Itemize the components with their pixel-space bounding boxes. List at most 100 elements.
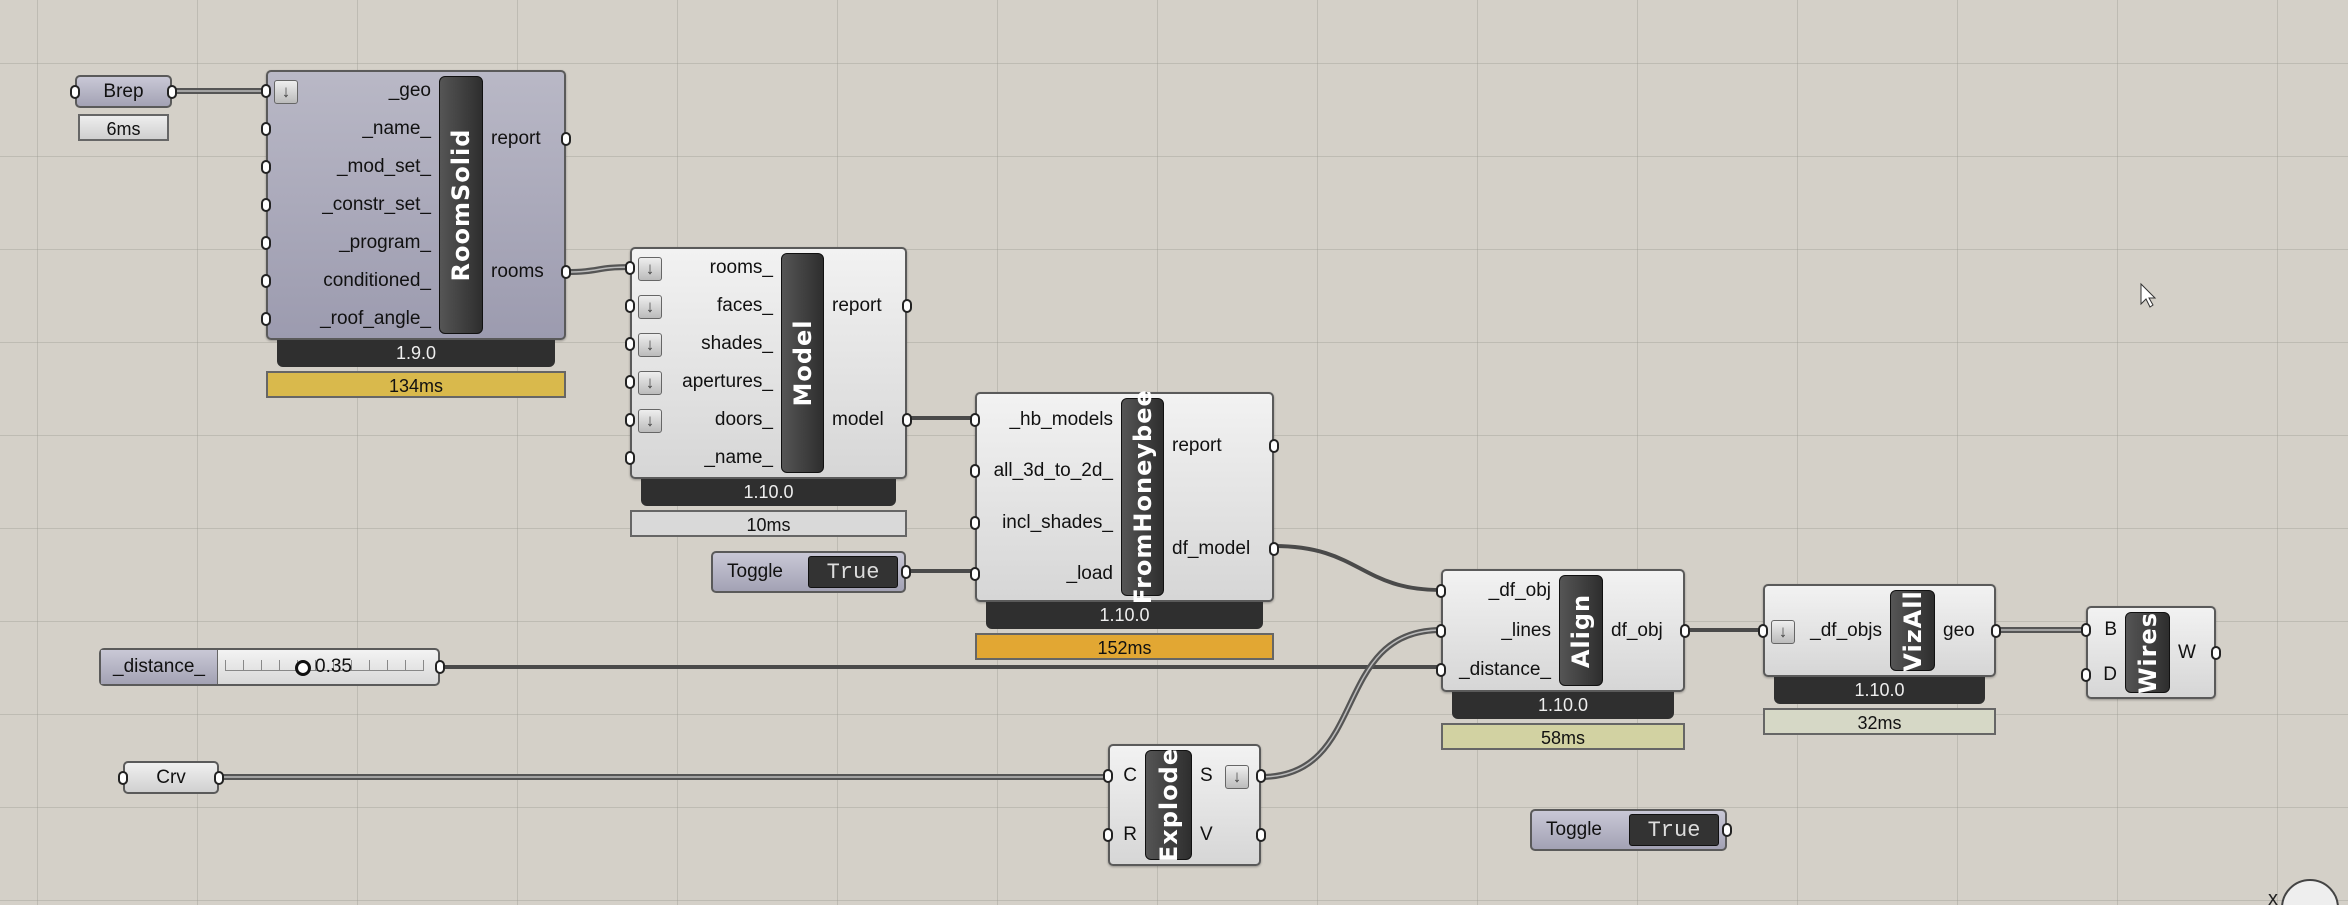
input-label: faces_ [717, 295, 773, 316]
flatten-arrow-icon: ↓ [1225, 764, 1249, 789]
input-port[interactable] [261, 84, 271, 98]
slider-output-port[interactable] [435, 660, 445, 674]
toggle-label: Toggle [1546, 819, 1602, 840]
output-port[interactable] [1269, 438, 1279, 453]
input-label: _df_objs [1810, 619, 1882, 641]
toggle-output-port[interactable] [1722, 823, 1732, 837]
input-port[interactable] [261, 122, 271, 136]
component-name: FromHoneybee [1128, 389, 1157, 605]
unconnected-toggle[interactable]: Toggle True [1530, 809, 1732, 851]
output-port[interactable] [1991, 623, 2001, 638]
slider-track[interactable] [225, 660, 424, 671]
input-port[interactable] [261, 198, 271, 212]
input-port[interactable] [625, 337, 635, 351]
output-label: model [832, 409, 884, 430]
toggle-label: Toggle [727, 561, 783, 582]
input-label: incl_shades_ [1002, 511, 1113, 533]
output-port[interactable] [1680, 623, 1690, 638]
input-port[interactable] [1103, 827, 1113, 842]
output-port[interactable] [1256, 768, 1266, 783]
output-port[interactable] [2211, 645, 2221, 660]
input-port[interactable] [261, 312, 271, 326]
input-port[interactable] [261, 160, 271, 174]
input-port[interactable] [625, 375, 635, 389]
brep-output-port[interactable] [167, 85, 177, 99]
brep-input-port[interactable] [70, 85, 80, 99]
input-label: _program_ [339, 232, 431, 253]
input-port[interactable] [2081, 623, 2091, 638]
input-port[interactable] [261, 274, 271, 288]
fromhoneybee-title-bar: FromHoneybee [1121, 389, 1164, 605]
toggle-output-port[interactable] [901, 565, 911, 579]
flatten-arrow-icon: ↓ [274, 80, 298, 104]
input-port[interactable] [1436, 623, 1446, 638]
wire-dfmodel-to-align [1272, 544, 1443, 592]
output-label: geo [1943, 619, 1975, 641]
input-label: _hb_models [1009, 408, 1113, 430]
input-label: _roof_angle_ [320, 308, 431, 329]
vizall-component[interactable]: _df_objs ↓ VizAll geo [1758, 584, 2001, 677]
crv-output-port[interactable] [214, 771, 224, 785]
output-port[interactable] [902, 299, 912, 313]
explode-title-bar: Explode [1145, 748, 1192, 862]
output-port[interactable] [561, 264, 571, 279]
flatten-arrow-icon: ↓ [638, 409, 662, 433]
input-label: R [1123, 823, 1137, 845]
output-label: W [2178, 641, 2196, 663]
output-label: rooms [491, 260, 544, 282]
brep-param[interactable]: Brep [70, 75, 177, 108]
load-toggle[interactable]: Toggle True [711, 551, 911, 593]
align-timing: 58ms [1441, 723, 1685, 750]
svg-text:x: x [2268, 888, 2278, 905]
input-label: C [1123, 764, 1137, 786]
output-label: report [1172, 434, 1222, 456]
input-port[interactable] [625, 413, 635, 427]
input-port[interactable] [1436, 663, 1446, 678]
output-label: V [1200, 823, 1213, 845]
input-port[interactable] [1758, 623, 1768, 638]
input-port[interactable] [261, 236, 271, 250]
input-port[interactable] [970, 567, 980, 582]
wire-rooms-to-model [563, 264, 633, 275]
output-port[interactable] [902, 413, 912, 427]
input-port[interactable] [970, 412, 980, 427]
input-port[interactable] [970, 515, 980, 530]
wires-title-bar: Wires [2125, 611, 2170, 694]
flatten-arrow-icon: ↓ [638, 333, 662, 357]
input-port[interactable] [1436, 583, 1446, 598]
output-port[interactable] [561, 131, 571, 146]
output-port[interactable] [1256, 827, 1266, 842]
toggle-value[interactable]: True [1629, 814, 1719, 846]
input-label: _name_ [704, 447, 773, 468]
model-title-bar: Model [781, 253, 824, 473]
input-label: shades_ [701, 333, 773, 354]
crv-input-port[interactable] [118, 771, 128, 785]
crv-param[interactable]: Crv [118, 761, 224, 794]
input-port[interactable] [2081, 667, 2091, 682]
flatten-arrow-icon: ↓ [638, 371, 662, 395]
distance-slider[interactable]: _distance_ 0.35 [99, 648, 445, 686]
roomsolid-timing: 134ms [266, 371, 566, 398]
toggle-value[interactable]: True [808, 556, 898, 588]
input-label: _distance_ [1459, 659, 1551, 681]
flatten-arrow-icon: ↓ [1771, 619, 1795, 644]
input-port[interactable] [625, 261, 635, 275]
input-port[interactable] [625, 451, 635, 465]
output-port[interactable] [1269, 541, 1279, 556]
input-port[interactable] [1103, 768, 1113, 783]
component-name: VizAll [1898, 589, 1927, 672]
vizall-version: 1.10.0 [1774, 677, 1985, 704]
input-port[interactable] [625, 299, 635, 313]
model-component[interactable]: rooms_↓faces_↓shades_↓apertures_↓doors_↓… [625, 247, 912, 479]
output-label: df_obj [1611, 619, 1663, 641]
input-port[interactable] [970, 464, 980, 479]
roomsolid-component[interactable]: _geo↓_name__mod_set__constr_set__program… [261, 70, 571, 340]
component-name: RoomSolid [447, 128, 475, 282]
navigation-widget-icon: x [2268, 879, 2339, 905]
slider-knob[interactable] [295, 660, 311, 676]
